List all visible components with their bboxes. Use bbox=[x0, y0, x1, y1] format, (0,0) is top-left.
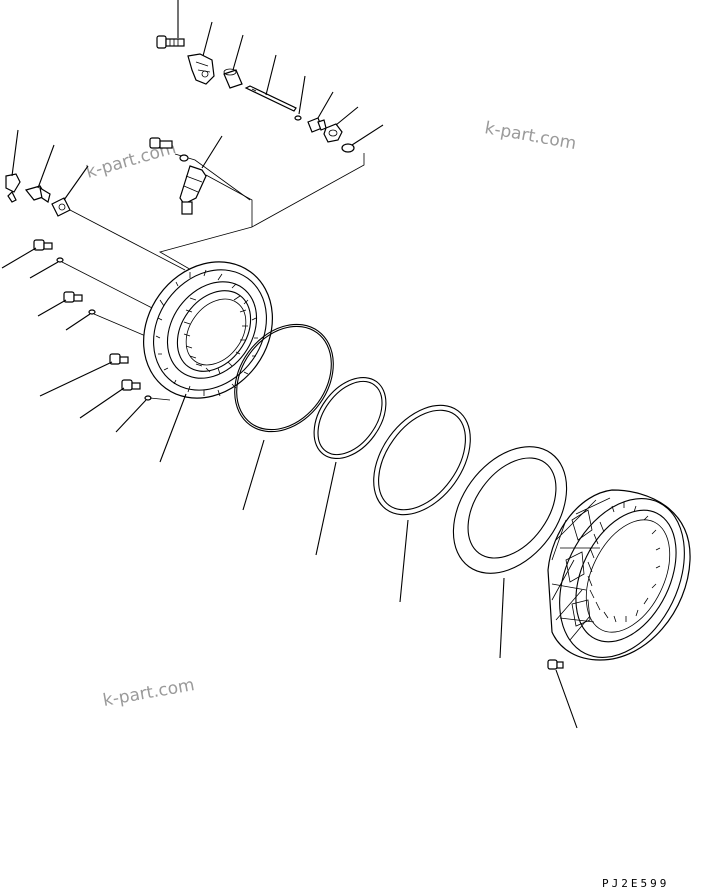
bracket-part bbox=[187, 53, 215, 85]
leader-line bbox=[65, 313, 91, 331]
bolt-part bbox=[156, 35, 185, 49]
leader-line bbox=[63, 165, 89, 201]
seal-ring-part bbox=[234, 323, 334, 433]
leader-line bbox=[298, 75, 306, 115]
bushing-part bbox=[223, 68, 243, 89]
washer-part bbox=[179, 154, 189, 162]
watermark-bottom-left: k-part.com bbox=[101, 675, 196, 711]
leader-line bbox=[202, 21, 213, 57]
leader-line bbox=[29, 261, 59, 279]
carrier-flange-part bbox=[143, 261, 273, 399]
bolt-left-4 bbox=[121, 379, 141, 391]
drain-plug-part bbox=[547, 659, 564, 670]
leader-line bbox=[335, 106, 359, 126]
leader-line bbox=[115, 399, 147, 433]
bolt-left-3 bbox=[109, 353, 129, 365]
sensor-part bbox=[179, 165, 207, 215]
elbow-fitting-part bbox=[5, 173, 21, 203]
group-bracket-line bbox=[205, 153, 365, 228]
assembly-line bbox=[69, 209, 186, 271]
leader-line bbox=[201, 135, 223, 169]
assembly-line bbox=[61, 261, 161, 313]
leader-line bbox=[159, 393, 187, 463]
o-ring-left-2 bbox=[88, 309, 96, 315]
group-bracket-line bbox=[158, 226, 253, 276]
o-ring-part bbox=[341, 143, 355, 153]
leader-line bbox=[499, 577, 505, 659]
leader-line bbox=[317, 91, 334, 119]
thrust-washer-part bbox=[452, 446, 568, 574]
drawing-code-label: PJ2E599 bbox=[602, 877, 669, 890]
adapter-part bbox=[51, 197, 71, 217]
assembly-line bbox=[149, 397, 171, 401]
leader-line bbox=[1, 247, 37, 269]
plug-part bbox=[149, 137, 173, 149]
housing-drum-part bbox=[547, 489, 691, 661]
gasket-ring-part bbox=[373, 404, 471, 516]
o-ring-left-1 bbox=[56, 257, 64, 263]
o-ring-small-part bbox=[294, 115, 302, 121]
nut-part bbox=[323, 123, 343, 143]
leader-line bbox=[11, 129, 19, 177]
leader-line bbox=[242, 439, 265, 511]
connector-part bbox=[24, 185, 51, 203]
leader-line bbox=[37, 144, 55, 189]
watermark-top-right: k-part.com bbox=[483, 118, 578, 154]
retaining-ring-part bbox=[313, 376, 387, 460]
bolt-left-1 bbox=[33, 239, 53, 251]
leader-line bbox=[555, 669, 578, 729]
leader-line bbox=[265, 54, 277, 96]
leader-line bbox=[39, 361, 113, 397]
leader-line bbox=[315, 461, 337, 556]
leader-line bbox=[79, 387, 125, 419]
leader-line bbox=[399, 519, 409, 603]
fitting-part bbox=[307, 117, 327, 133]
leader-line bbox=[351, 124, 384, 146]
pin-part bbox=[244, 85, 297, 112]
leader-line bbox=[37, 299, 67, 317]
leader-line bbox=[232, 34, 244, 71]
bolt-left-2 bbox=[63, 291, 83, 303]
